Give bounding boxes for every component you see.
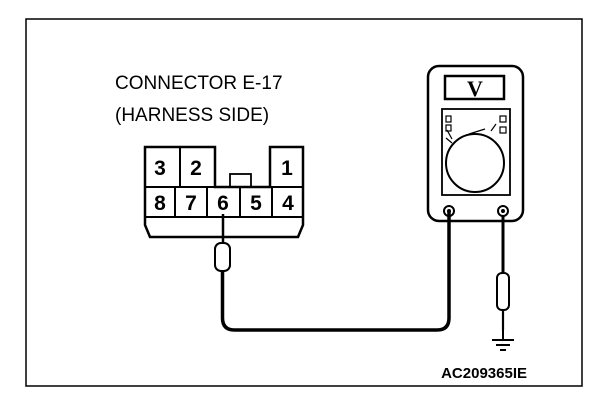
pin-number-1: 1 bbox=[281, 157, 293, 180]
ground-lead bbox=[496, 216, 510, 340]
pin-number-4: 4 bbox=[282, 192, 294, 215]
ground-symbol-icon bbox=[492, 339, 514, 351]
meter-display-v: V bbox=[467, 76, 483, 101]
connector-title: CONNECTOR E-17 bbox=[115, 73, 283, 94]
figure-code: AC209365IE bbox=[441, 365, 527, 382]
multimeter-icon bbox=[426, 64, 525, 223]
pin-number-6: 6 bbox=[217, 192, 229, 215]
connector-subtitle: (HARNESS SIDE) bbox=[115, 105, 269, 126]
pin-number-8: 8 bbox=[154, 192, 166, 215]
test-probe bbox=[214, 214, 231, 272]
pin-number-7: 7 bbox=[185, 192, 197, 215]
pin-number-5: 5 bbox=[250, 192, 262, 215]
figure-frame bbox=[25, 18, 583, 387]
pin-number-2: 2 bbox=[190, 157, 202, 180]
test-lead-wire bbox=[220, 211, 451, 332]
pin-number-3: 3 bbox=[154, 157, 166, 180]
